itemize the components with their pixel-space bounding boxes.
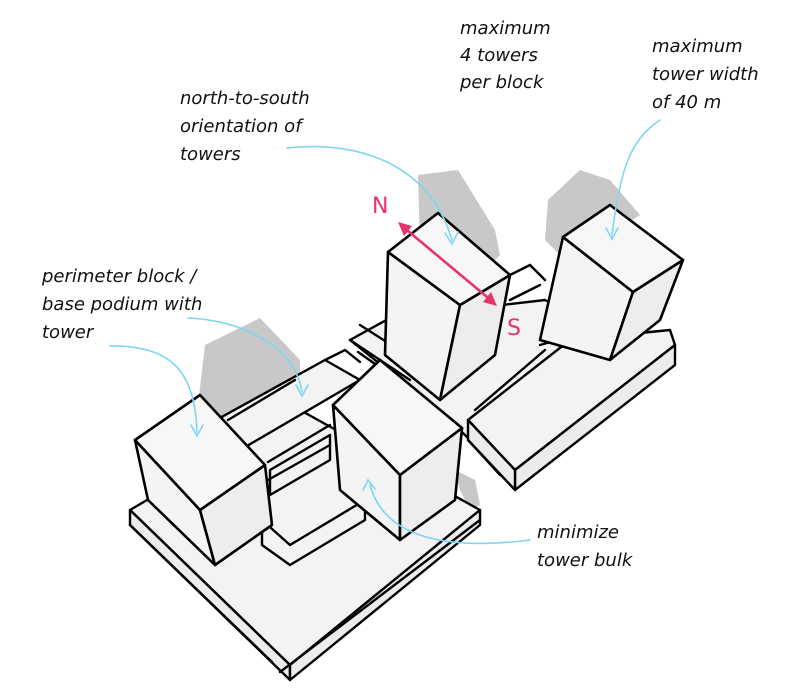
perimeter-inner-line-2: [266, 423, 332, 464]
compass-arrow: N S: [372, 194, 521, 341]
leader-max-width: [611, 119, 661, 236]
mid-podium-line-5: [508, 283, 542, 302]
leader-perimeter-2-arrowhead: [190, 424, 204, 438]
right-podium-line-1: [473, 348, 547, 412]
annotation-perimeter-line-1: perimeter block /: [41, 266, 198, 287]
annotation-orientation: north-to-south orientation of towers: [180, 88, 310, 165]
right-podium-side-left: [466, 418, 517, 492]
right-block-podium: [466, 328, 677, 492]
annotation-max-towers-line-2: 4 towers: [460, 45, 538, 66]
compass-north-label: N: [372, 194, 388, 219]
compass-arrowhead-south: [483, 292, 497, 306]
podium-base-lower-line-2: [278, 518, 482, 674]
annotation-orientation-line-1: north-to-south: [180, 88, 310, 109]
annotation-bulk-line-2: tower bulk: [537, 550, 634, 571]
annotation-orientation-line-2: orientation of: [180, 116, 304, 137]
tower-center-top: [331, 358, 464, 477]
tower-left-top: [133, 393, 267, 512]
annotation-max-width-line-3: of 40 m: [652, 92, 721, 113]
compass-south-label: S: [507, 316, 521, 341]
tower-middle: [383, 211, 512, 402]
annotation-max-towers: maximum 4 towers per block: [459, 18, 551, 93]
leader-bulk: [369, 484, 531, 545]
annotation-perimeter: perimeter block / base podium with tower: [41, 266, 202, 343]
annotation-orientation-line-3: towers: [180, 144, 241, 165]
leader-perimeter-2: [109, 345, 198, 433]
leader-lines: [109, 119, 661, 545]
annotation-max-towers-line-1: maximum: [460, 18, 551, 39]
leader-perimeter-1-arrowhead: [295, 384, 309, 398]
annotation-bulk-line-1: minimize: [537, 522, 619, 543]
annotation-max-width-line-1: maximum: [652, 36, 743, 57]
annotation-perimeter-line-2: base podium with: [42, 294, 202, 315]
podium-base-lower-line: [128, 523, 274, 664]
perimeter-inner-line-1: [226, 378, 297, 422]
compass-arrow-line: [400, 224, 495, 304]
annotation-max-width-line-2: tower width: [652, 64, 759, 85]
annotation-bulk: minimize tower bulk: [537, 522, 634, 571]
tower-middle-top: [386, 211, 512, 307]
leader-bulk-arrowhead: [362, 478, 376, 491]
right-podium-lower-line: [466, 438, 502, 477]
leader-perimeter-1: [187, 317, 303, 393]
tower-right-top: [561, 203, 685, 294]
perimeter-block-inner: [260, 498, 367, 567]
tower-right: [538, 203, 685, 362]
perimeter-inner-line-3: [266, 443, 332, 482]
perimeter-inner-line-4: [323, 348, 362, 364]
annotation-max-width: maximum tower width of 40 m: [652, 36, 759, 113]
annotation-perimeter-line-3: tower: [42, 322, 95, 343]
perimeter-block-front: [268, 433, 332, 497]
leader-orientation: [286, 145, 453, 241]
compass-arrowhead-north: [398, 222, 412, 236]
tower-left: [133, 393, 274, 567]
leader-orientation-arrowhead: [444, 231, 459, 246]
leader-max-width-arrowhead: [605, 227, 619, 241]
shadow-center-tower: [455, 470, 480, 510]
annotation-max-towers-line-3: per block: [459, 72, 545, 93]
podium-base-side-right: [288, 508, 482, 682]
tower-center: [331, 358, 464, 542]
